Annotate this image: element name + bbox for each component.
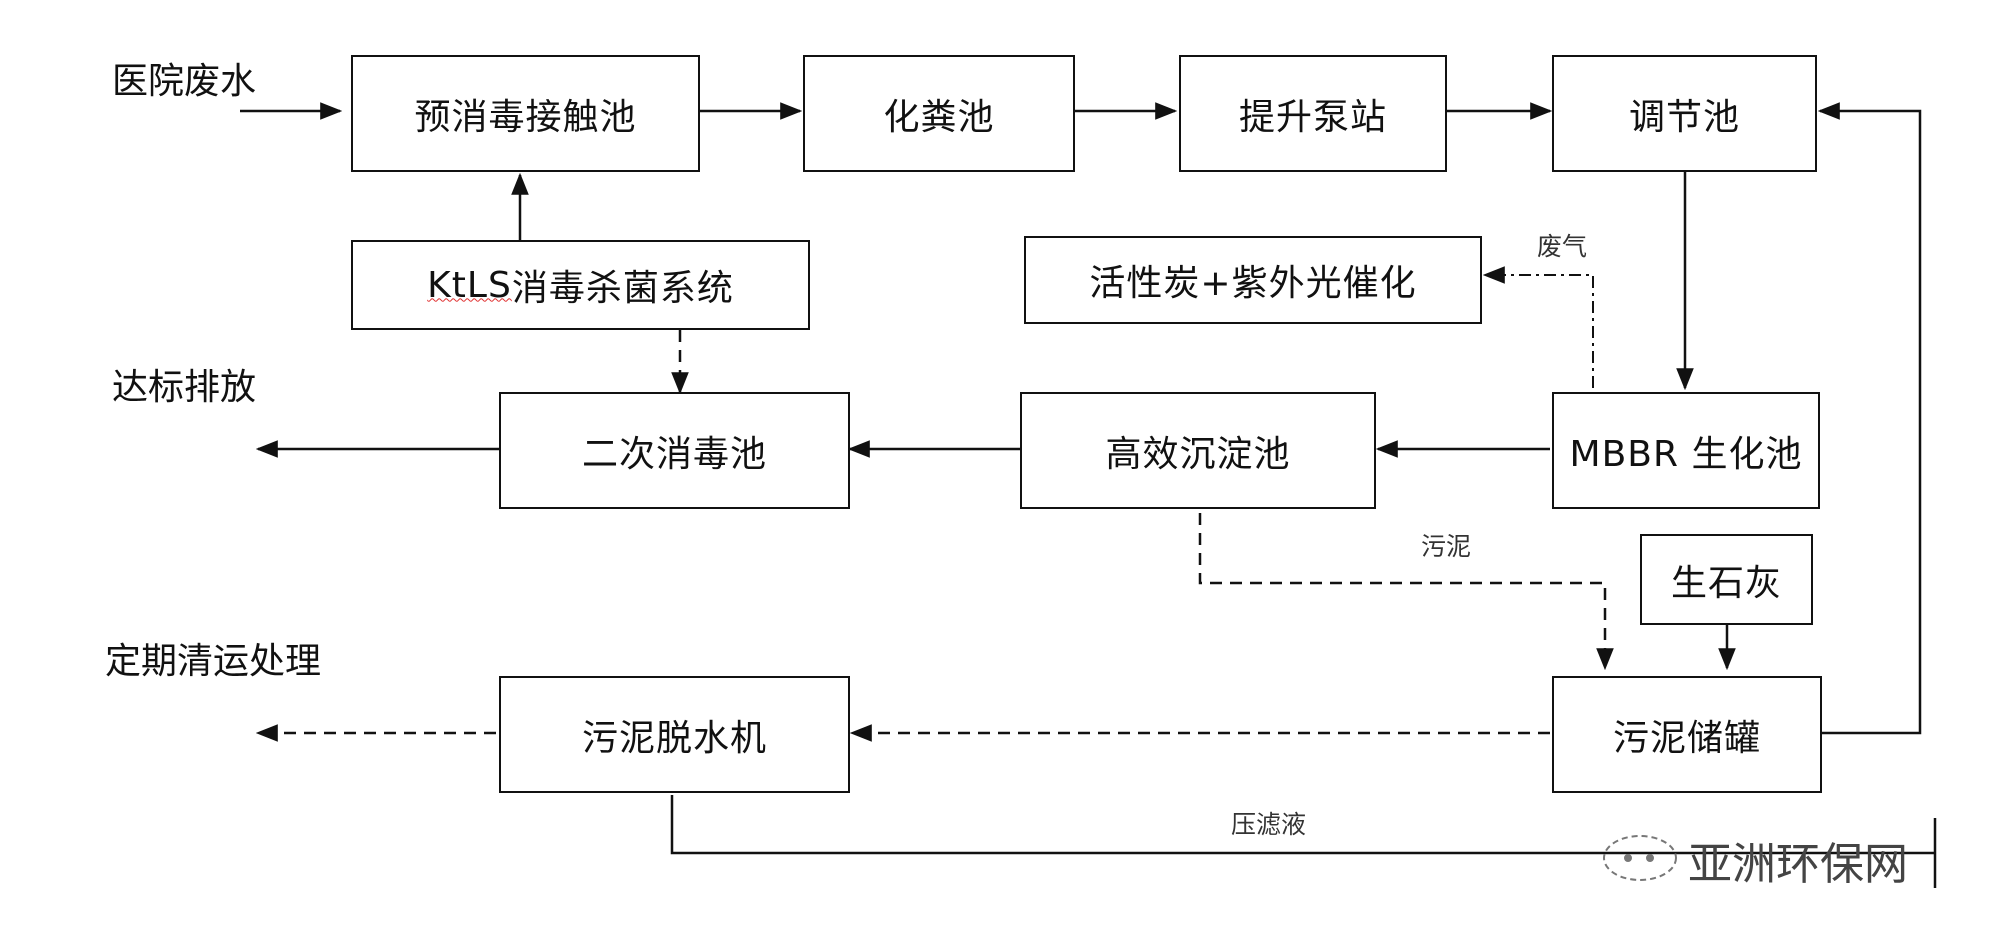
arrow-waste-gas bbox=[1482, 266, 1594, 388]
node-septic-tank: 化粪池 bbox=[803, 55, 1075, 172]
label-waste-gas: 废气 bbox=[1537, 232, 1588, 261]
line-filtrate-return bbox=[670, 795, 1935, 855]
node-regulating-tank: 调节池 bbox=[1552, 55, 1817, 172]
node-lift-pump: 提升泵站 bbox=[1179, 55, 1447, 172]
node-septic-tank-label: 化粪池 bbox=[883, 96, 995, 138]
node-quicklime: 生石灰 bbox=[1640, 534, 1813, 625]
watermark-text: 亚洲环保网 bbox=[1688, 839, 1908, 890]
node-sludge-dewater: 污泥脱水机 bbox=[499, 676, 850, 793]
node-secondary-disinfection: 二次消毒池 bbox=[499, 392, 850, 509]
ktls-code-label: KtLS bbox=[427, 264, 512, 306]
node-sludge-dewater-label: 污泥脱水机 bbox=[581, 717, 767, 759]
label-hospital-wastewater: 医院废水 bbox=[112, 61, 257, 102]
node-sludge-tank: 污泥储罐 bbox=[1552, 676, 1822, 793]
label-filtrate: 压滤液 bbox=[1231, 810, 1307, 839]
label-periodic-disposal: 定期清运处理 bbox=[105, 641, 322, 682]
node-sludge-tank-label: 污泥储罐 bbox=[1612, 717, 1761, 759]
node-mbbr-label: MBBR 生化池 bbox=[1569, 433, 1803, 475]
node-pre-disinfection-label: 预消毒接触池 bbox=[414, 96, 637, 138]
node-high-efficiency-settler: 高效沉淀池 bbox=[1020, 392, 1376, 509]
arrow-sludge-to-tank bbox=[1198, 513, 1614, 671]
node-ktls-system: KtLS 消毒杀菌系统 bbox=[351, 240, 810, 330]
ktls-rest-label: 消毒杀菌系统 bbox=[511, 268, 734, 309]
node-quicklime-label: 生石灰 bbox=[1670, 562, 1782, 604]
node-high-efficiency-settler-label: 高效沉淀池 bbox=[1105, 433, 1291, 475]
watermark-logo-icon bbox=[1603, 835, 1677, 881]
node-pre-disinfection: 预消毒接触池 bbox=[351, 55, 700, 172]
node-mbbr: MBBR 生化池 bbox=[1552, 392, 1820, 509]
node-lift-pump-label: 提升泵站 bbox=[1238, 96, 1387, 138]
node-secondary-disinfection-label: 二次消毒池 bbox=[581, 433, 767, 475]
arrow-return-to-regulating bbox=[1817, 102, 1922, 735]
node-regulating-tank-label: 调节池 bbox=[1628, 96, 1740, 138]
label-discharge: 达标排放 bbox=[112, 367, 257, 408]
label-sludge: 污泥 bbox=[1421, 532, 1472, 561]
node-activated-carbon-uv-label: 活性炭+紫外光催化 bbox=[1089, 263, 1417, 304]
node-activated-carbon-uv: 活性炭+紫外光催化 bbox=[1024, 236, 1482, 324]
